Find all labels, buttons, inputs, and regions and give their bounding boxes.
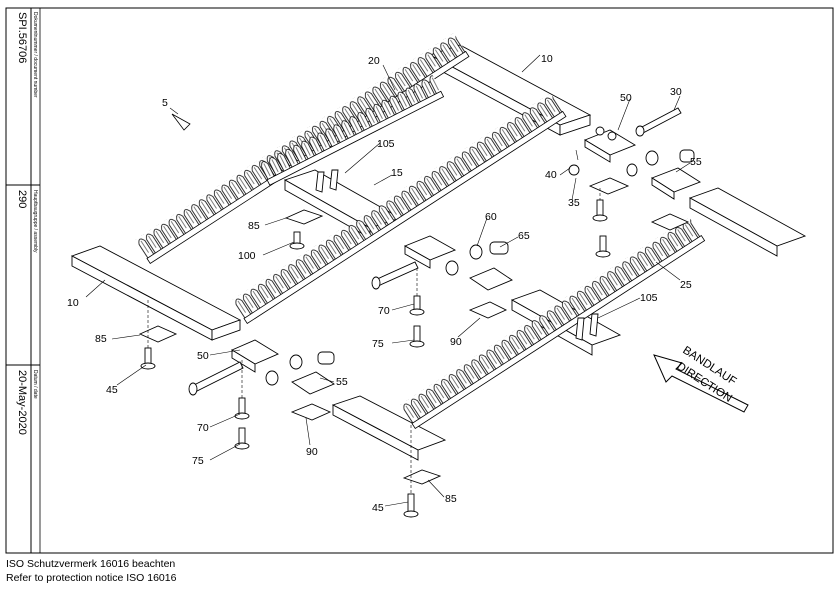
callout-65: 65 bbox=[518, 230, 530, 242]
callout-35: 35 bbox=[568, 197, 580, 209]
callout-85-bottom: 85 bbox=[445, 493, 457, 505]
rail-bottom bbox=[331, 395, 447, 461]
callout-45-bottom: 45 bbox=[372, 502, 384, 514]
hinge-part-55-top bbox=[651, 167, 701, 200]
direction-arrow bbox=[653, 354, 749, 413]
document-date: 20-May-2020 bbox=[16, 370, 28, 435]
pointer-part-5 bbox=[171, 113, 191, 131]
callout-10-left: 10 bbox=[67, 297, 79, 309]
callout-50-top: 50 bbox=[620, 92, 632, 104]
callout-105-right: 105 bbox=[640, 292, 658, 304]
callout-25: 25 bbox=[680, 279, 692, 291]
rail-right bbox=[688, 187, 807, 257]
pin-30 bbox=[635, 107, 682, 137]
callout-55-top: 55 bbox=[690, 156, 702, 168]
bolts bbox=[140, 199, 611, 518]
callout-105-top: 105 bbox=[377, 138, 395, 150]
plates bbox=[138, 177, 690, 485]
callout-10-top: 10 bbox=[541, 53, 553, 65]
callout-70-left: 70 bbox=[197, 422, 209, 434]
callout-85-left: 85 bbox=[95, 333, 107, 345]
callout-90-center: 90 bbox=[450, 336, 462, 348]
comb-strip-25 bbox=[400, 217, 706, 430]
callout-5: 5 bbox=[162, 97, 168, 109]
callout-15: 15 bbox=[391, 167, 403, 179]
callout-55-left: 55 bbox=[336, 376, 348, 388]
hinge-part-left bbox=[188, 339, 335, 396]
callout-85-top: 85 bbox=[248, 220, 260, 232]
assembly-label: Hauptbaugruppe / assembly bbox=[32, 190, 38, 253]
callout-40: 40 bbox=[545, 169, 557, 181]
callout-30: 30 bbox=[670, 86, 682, 98]
document-number-label: Dokumentnummer / document number bbox=[32, 12, 38, 98]
callout-75-center: 75 bbox=[372, 338, 384, 350]
comb-strip-middle bbox=[232, 93, 567, 325]
rail-left-10 bbox=[70, 245, 242, 341]
callout-100: 100 bbox=[238, 250, 256, 262]
comb-strip-top-back bbox=[258, 73, 445, 186]
protection-notice-de: ISO Schutzvermerk 16016 beachten bbox=[6, 558, 176, 570]
callout-70-center: 70 bbox=[378, 305, 390, 317]
hinge-part-50-top bbox=[583, 126, 637, 163]
hinge-part-center bbox=[371, 235, 513, 291]
callout-labels: 5 10 10 15 20 25 30 35 40 45 45 50 50 55… bbox=[67, 53, 702, 514]
callout-45-left: 45 bbox=[106, 384, 118, 396]
leader-lines bbox=[85, 54, 691, 507]
callout-90-left: 90 bbox=[306, 446, 318, 458]
callout-75-left: 75 bbox=[192, 455, 204, 467]
callout-60: 60 bbox=[485, 211, 497, 223]
bracket-105 bbox=[315, 169, 599, 341]
protection-notice-en: Refer to protection notice ISO 16016 bbox=[6, 572, 177, 584]
assembly-number: 290 bbox=[16, 190, 28, 209]
bushing-parts bbox=[568, 149, 695, 177]
document-number: SPI.56706 bbox=[16, 12, 28, 64]
date-label: Datum / date bbox=[32, 370, 38, 399]
callout-50-left: 50 bbox=[197, 350, 209, 362]
callout-20: 20 bbox=[368, 55, 380, 67]
